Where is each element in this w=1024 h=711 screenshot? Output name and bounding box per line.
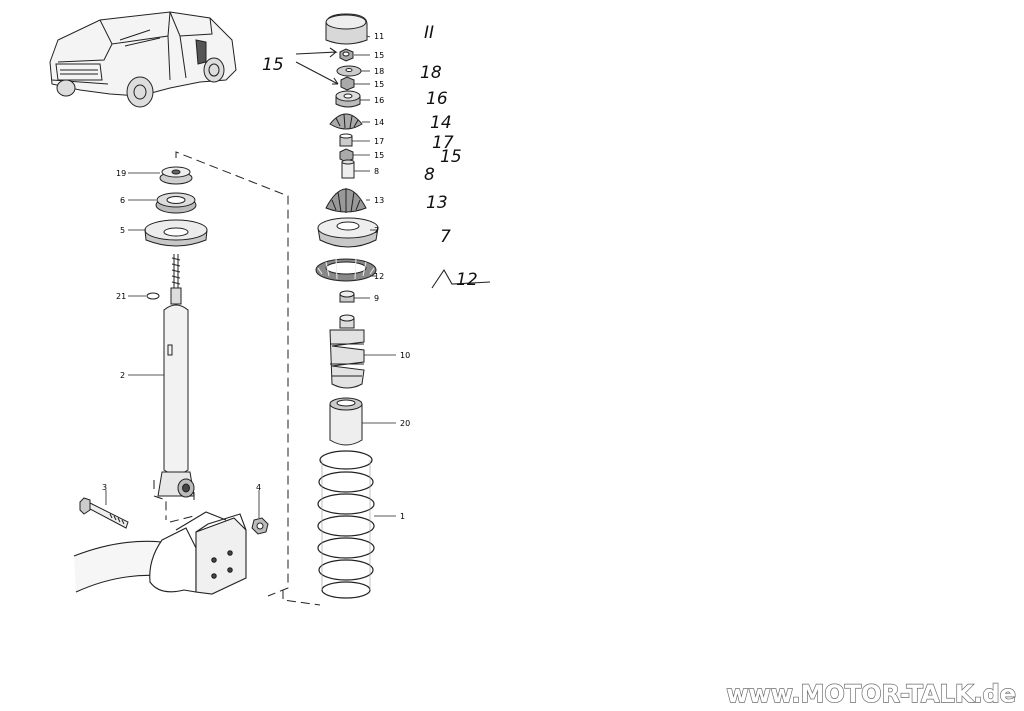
label-13: 13 [374,196,384,205]
label-20: 20 [400,419,410,428]
label-9: 9 [374,294,379,303]
label-16: 16 [374,96,384,105]
label-2: 2 [120,371,125,380]
part-15-nut-mid [340,76,355,91]
part-2-shock-absorber [157,254,195,498]
handwritten-7: 7 [440,227,451,247]
part-7-spring-plate [317,217,379,248]
label-6: 6 [120,196,125,205]
label-5: 5 [120,226,125,235]
label-11: 11 [374,32,384,41]
handwritten-15-big: 15 [262,55,284,75]
handwritten-13: 13 [426,193,448,213]
part-1-coil-spring [317,450,375,599]
part-4-nut [251,517,269,535]
part-6-washer [155,192,197,214]
part-11-cap [325,13,368,45]
label-15-mid: 15 [374,80,384,89]
part-19-cap [159,166,193,185]
part-12-rubber-ring [315,257,377,282]
handwritten-11: II [424,23,434,43]
handwritten-labels: II 15 18 16 14 17 15 8 13 7 12 [262,23,478,290]
assembly-dashed-bracket [153,151,321,606]
part-9-small-bushing [339,290,355,303]
part-20-boot [329,397,363,446]
handwritten-16: 16 [426,89,448,109]
part-8-spacer [341,159,355,179]
label-18: 18 [374,67,384,76]
label-3: 3 [102,483,107,492]
label-19: 19 [116,169,126,178]
label-10: 10 [400,351,410,360]
label-21: 21 [116,292,126,301]
handwritten-arrows-15 [295,47,491,289]
part-15-nut-top [339,48,354,62]
part-3-bolt [79,497,129,529]
label-1: 1 [400,512,405,521]
part-13-upper-rubber [325,188,367,213]
label-8: 8 [374,167,379,176]
part-15-nut-low [339,148,354,163]
label-15-low: 15 [374,151,384,160]
part-21-ring [146,292,160,300]
watermark: www.MOTOR-TALK.de [726,680,1016,708]
handwritten-15: 15 [440,147,462,167]
handwritten-12: 12 [456,270,478,290]
handwritten-17: 17 [432,133,454,153]
printed-labels: 11 15 18 15 16 14 17 15 8 13 7 12 9 10 2… [102,32,410,521]
part-10-bump-stop [329,314,365,389]
label-14: 14 [374,118,384,127]
part-16-bushing [335,90,361,108]
leader-lines-left [105,172,260,518]
label-12: 12 [374,272,384,281]
car-illustration [49,11,237,108]
leader-lines-right [352,35,396,517]
handwritten-18: 18 [420,63,442,83]
axle-beam-bracket [73,511,247,595]
label-17: 17 [374,137,384,146]
label-4: 4 [256,483,261,492]
part-17-sleeve [339,133,353,147]
label-15-top: 15 [374,51,384,60]
part-14-rubber-mount [329,113,363,130]
part-5-mount [144,219,208,247]
handwritten-14: 14 [430,113,452,133]
part-18-washer [336,65,362,77]
handwritten-8: 8 [424,165,435,185]
label-7: 7 [374,226,379,235]
